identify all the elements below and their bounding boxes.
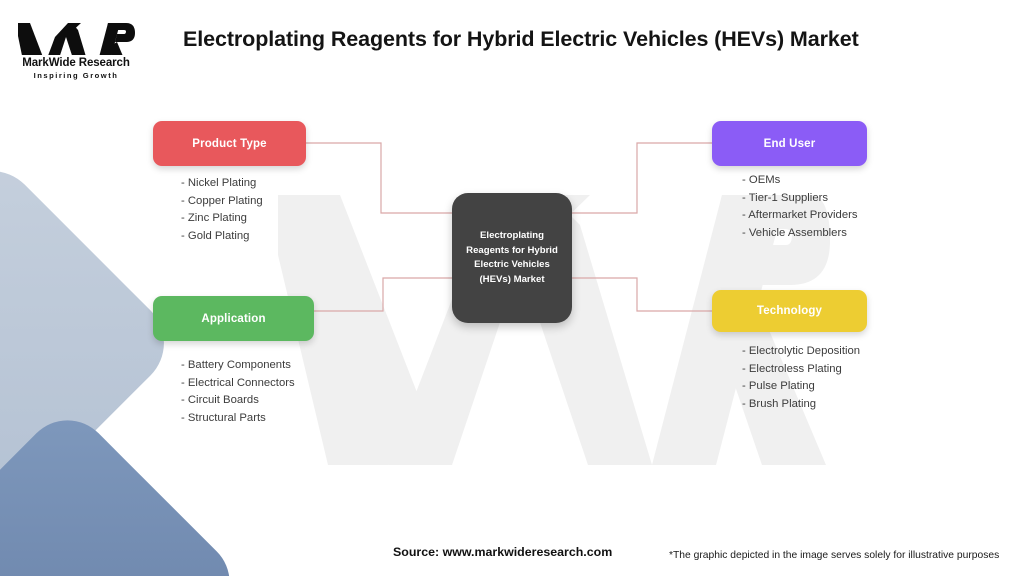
branch-label-application: Application — [201, 312, 266, 325]
decorative-shape-dark — [0, 402, 248, 576]
list-item: - Nickel Plating — [181, 177, 257, 189]
branch-node-product-type[interactable]: Product Type — [153, 121, 306, 166]
page-title: Electroplating Reagents for Hybrid Elect… — [183, 27, 859, 51]
list-item: - Vehicle Assemblers — [742, 226, 847, 239]
branch-label-technology: Technology — [756, 305, 823, 317]
center-node-label: Electroplating Reagents for Hybrid Elect… — [466, 229, 558, 287]
branch-node-end-user[interactable]: End User — [712, 121, 867, 166]
list-item: - Pulse Plating — [742, 380, 815, 392]
list-item: - Structural Parts — [181, 411, 266, 424]
list-item: - Battery Components — [181, 359, 291, 371]
list-item: - Circuit Boards — [181, 394, 259, 406]
branch-node-application[interactable]: Application — [153, 296, 314, 341]
list-item: - OEMs — [742, 174, 781, 186]
list-item: - Electroless Plating — [742, 362, 842, 375]
disclaimer-note: *The graphic depicted in the image serve… — [669, 550, 1000, 561]
branch-items-application: - Battery Components - Electrical Connec… — [181, 357, 295, 427]
branch-items-product-type: - Nickel Plating - Copper Plating - Zinc… — [181, 175, 263, 245]
mwr-monogram-icon — [18, 23, 135, 55]
decorative-shape-light — [0, 152, 183, 548]
brand-name: MarkWide Research — [22, 57, 130, 69]
branch-node-technology[interactable]: Technology — [712, 290, 867, 332]
center-line-4: (HEVs) Market — [479, 273, 545, 285]
center-line-3: Electric Vehicles — [474, 259, 550, 270]
list-item: - Tier-1 Suppliers — [742, 191, 829, 204]
list-item: - Brush Plating — [742, 397, 817, 410]
list-item: - Zinc Plating — [181, 212, 247, 224]
center-line-1: Electroplating — [480, 230, 544, 241]
branch-items-end-user: - OEMs - Tier-1 Suppliers - Aftermarket … — [742, 172, 858, 242]
list-item: - Copper Plating — [181, 194, 263, 207]
list-item: - Electrolytic Deposition — [742, 345, 861, 357]
list-item: - Electrical Connectors — [181, 376, 295, 389]
brand-logo: MarkWide Research Inspiring Growth — [12, 21, 140, 87]
list-item: - Aftermarket Providers — [742, 209, 858, 221]
branch-items-technology: - Electrolytic Deposition - Electroless … — [742, 343, 860, 413]
branch-label-end-user: End User — [763, 137, 816, 150]
source-label: Source: www.markwideresearch.com — [393, 545, 613, 559]
center-node[interactable]: Electroplating Reagents for Hybrid Elect… — [452, 193, 572, 323]
list-item: - Gold Plating — [181, 229, 250, 242]
center-line-2: Reagents for Hybrid — [466, 244, 558, 256]
brand-tagline: Inspiring Growth — [33, 71, 119, 80]
branch-label-product-type: Product Type — [192, 137, 267, 150]
